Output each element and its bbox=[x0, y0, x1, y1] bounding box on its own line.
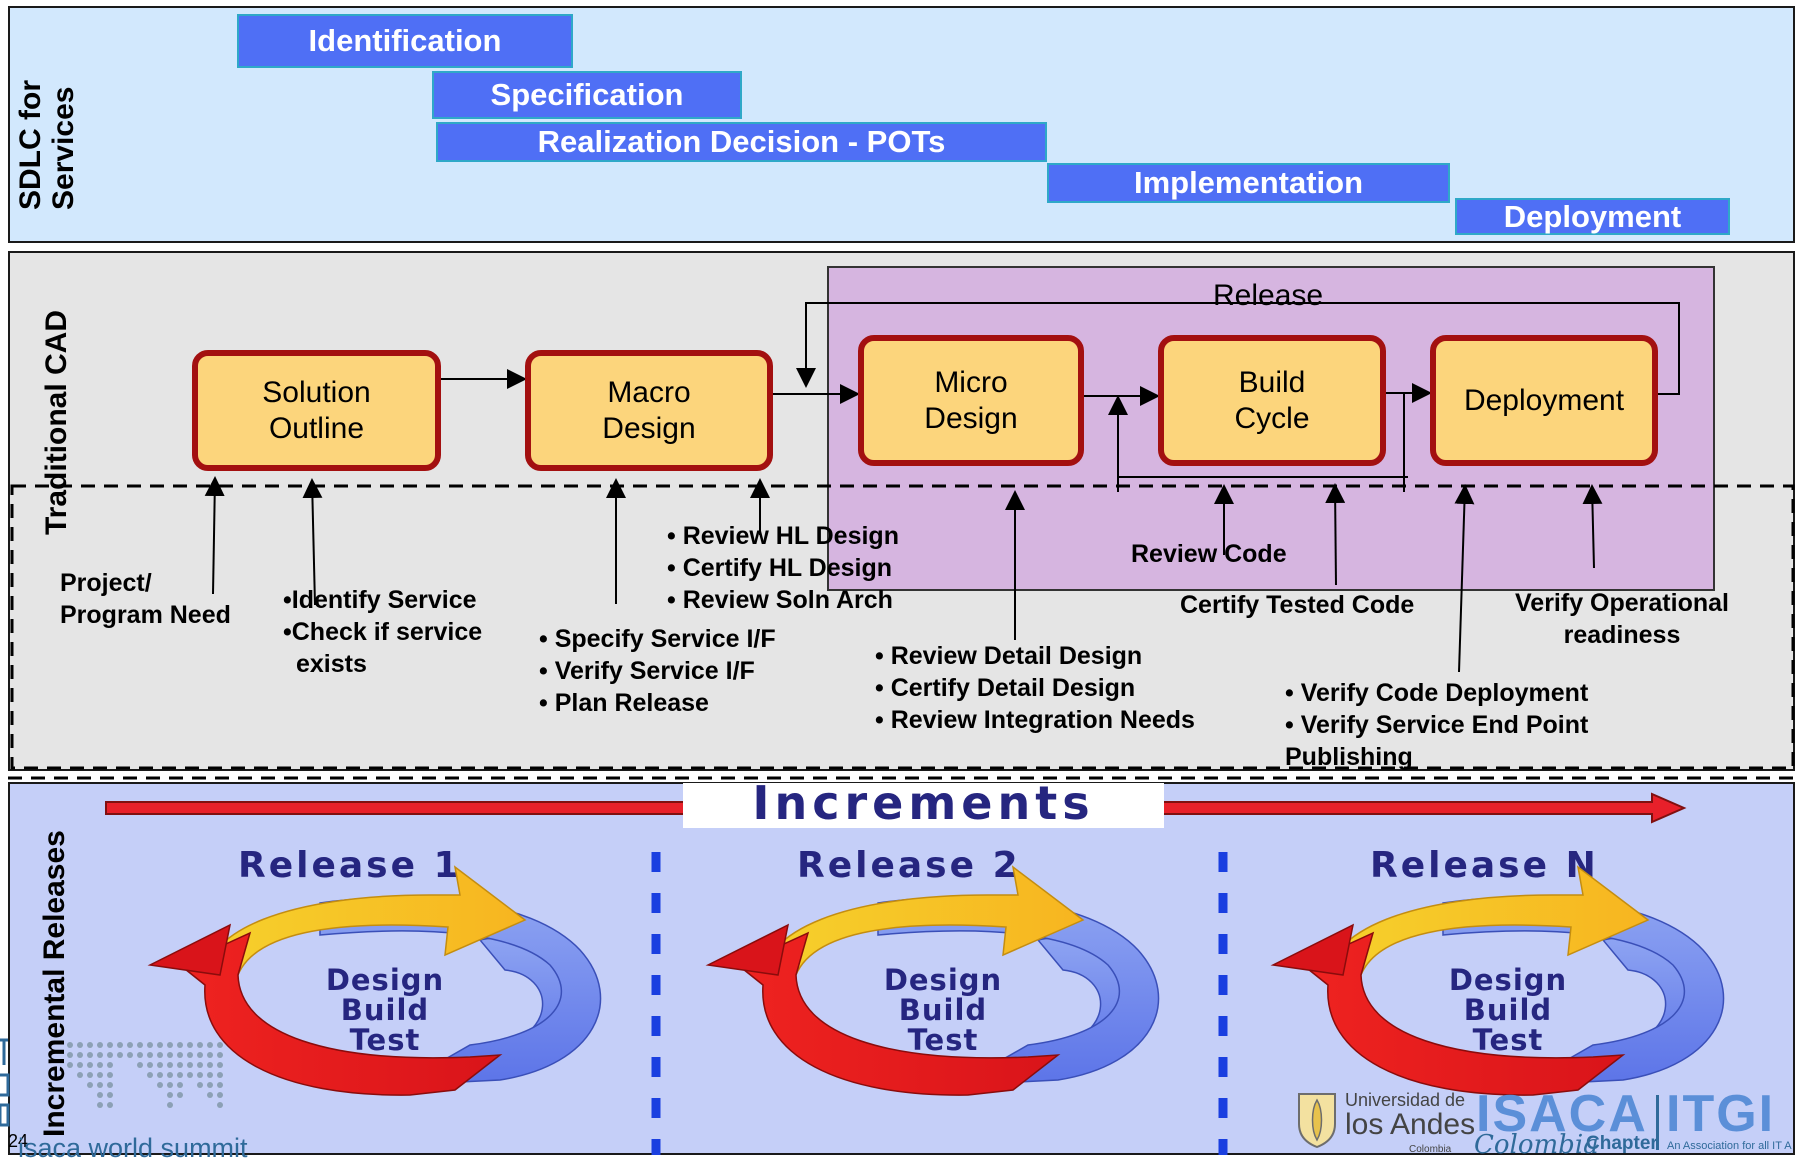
note-identify-line2: •Check if service bbox=[283, 618, 483, 646]
itgi-logo: ITGI bbox=[1666, 1085, 1776, 1143]
cycle-1-design: Design bbox=[325, 963, 445, 997]
chapter-word: Chapter bbox=[1586, 1133, 1658, 1154]
macro-design-line2: Design bbox=[602, 411, 696, 445]
cycle-2-build: Build bbox=[898, 993, 988, 1027]
cycle-1-text: Design Build Test bbox=[300, 965, 470, 1055]
note-project-line1: Project/ bbox=[60, 569, 152, 597]
phase-specification: Specification bbox=[432, 71, 742, 119]
summit-text: isaca world summit bbox=[18, 1133, 248, 1163]
note-verify-code-line2: • Verify Service End Point bbox=[1285, 711, 1589, 739]
micro-design-line2: Design bbox=[924, 401, 1018, 435]
isaca-logo: ISACA bbox=[1476, 1085, 1648, 1143]
micro-design-box: Micro Design bbox=[858, 335, 1084, 466]
note-review-hl-line2: • Certify HL Design bbox=[667, 554, 892, 582]
itgi-tagline: An Association for all IT A bbox=[1667, 1140, 1792, 1152]
note-specify-line3: • Plan Release bbox=[539, 689, 709, 717]
uniandes-line2: los Andes bbox=[1345, 1108, 1476, 1141]
note-specify-line2: • Verify Service I/F bbox=[539, 657, 755, 685]
release-2-title: Release 2 bbox=[797, 845, 1021, 886]
build-cycle-line2: Cycle bbox=[1234, 401, 1310, 435]
logo-divider bbox=[1656, 1095, 1659, 1150]
note-verify-code-deployment: • Verify Code Deployment • Verify Servic… bbox=[1285, 677, 1588, 773]
note-detail-line2: • Certify Detail Design bbox=[875, 674, 1136, 702]
note-verify-code-line1: • Verify Code Deployment bbox=[1285, 679, 1589, 707]
note-detail-design: • Review Detail Design • Certify Detail … bbox=[875, 640, 1195, 736]
uniandes-line3: Colombia bbox=[1409, 1144, 1452, 1155]
note-review-hl: • Review HL Design • Certify HL Design •… bbox=[667, 520, 899, 616]
note-detail-line3: • Review Integration Needs bbox=[875, 706, 1195, 734]
summit-dot-map-icon bbox=[0, 1038, 223, 1127]
build-cycle-box: Build Cycle bbox=[1158, 335, 1386, 466]
cycle-n-design: Design bbox=[1448, 963, 1568, 997]
cycle-n-text: Design Build Test bbox=[1423, 965, 1593, 1055]
note-project-line2: Program Need bbox=[60, 601, 231, 629]
cycle-2-test: Test bbox=[907, 1023, 979, 1057]
cycle-2-design: Design bbox=[883, 963, 1003, 997]
release-label: Release bbox=[1213, 279, 1324, 312]
page-number: 24 bbox=[8, 1131, 29, 1151]
solution-outline-box: Solution Outline bbox=[192, 350, 441, 471]
macro-design-box: Macro Design bbox=[525, 350, 773, 471]
uniandes-line1: Universidad de bbox=[1345, 1090, 1466, 1110]
note-review-code: Review Code bbox=[1131, 540, 1287, 568]
solution-outline-line2: Outline bbox=[268, 411, 365, 445]
note-identify-line3: exists bbox=[296, 650, 367, 678]
release-1-title: Release 1 bbox=[238, 845, 462, 886]
cycle-1-test: Test bbox=[349, 1023, 421, 1057]
cycle-n-build: Build bbox=[1463, 993, 1553, 1027]
note-certify-tested-code: Certify Tested Code bbox=[1180, 591, 1415, 619]
note-review-hl-line1: • Review HL Design bbox=[667, 522, 899, 550]
cycle-2-text: Design Build Test bbox=[858, 965, 1028, 1055]
phase-implementation: Implementation bbox=[1047, 163, 1450, 203]
cycle-n-test: Test bbox=[1472, 1023, 1544, 1057]
release-n-title: Release N bbox=[1370, 845, 1599, 886]
cycle-1-build: Build bbox=[340, 993, 430, 1027]
micro-design-line1: Micro bbox=[934, 365, 1008, 399]
build-cycle-line1: Build bbox=[1238, 365, 1306, 399]
uniandes-crest-icon bbox=[1298, 1093, 1336, 1148]
note-verify-op-line1: Verify Operational bbox=[1515, 589, 1729, 617]
note-verify-operational: Verify Operational readiness bbox=[1515, 587, 1729, 651]
increments-label: Increments bbox=[752, 776, 1095, 830]
note-verify-code-line3: Publishing bbox=[1285, 743, 1413, 771]
phase-identification: Identification bbox=[237, 14, 573, 68]
phase-realization-decision: Realization Decision - POTs bbox=[436, 122, 1047, 162]
deployment-box: Deployment bbox=[1430, 335, 1658, 466]
note-detail-line1: • Review Detail Design bbox=[875, 642, 1143, 670]
macro-design-line1: Macro bbox=[607, 375, 691, 409]
note-specify-service: • Specify Service I/F • Verify Service I… bbox=[539, 623, 776, 719]
note-review-hl-line3: • Review Soln Arch bbox=[667, 586, 893, 614]
dashed-boundary bbox=[10, 484, 1795, 770]
increments-label-box bbox=[683, 783, 1164, 828]
note-project-need: Project/ Program Need bbox=[60, 567, 231, 631]
note-identify-line1: •Identify Service bbox=[283, 586, 477, 614]
note-verify-op-line2: readiness bbox=[1563, 621, 1681, 649]
solution-outline-line1: Solution bbox=[262, 375, 371, 409]
note-identify-service: •Identify Service •Check if service exis… bbox=[283, 584, 482, 680]
note-specify-line1: • Specify Service I/F bbox=[539, 625, 776, 653]
colombia-chapter-script: Colombia bbox=[1474, 1130, 1599, 1160]
deployment-line1: Deployment bbox=[1463, 383, 1625, 417]
phase-deployment: Deployment bbox=[1455, 198, 1730, 235]
